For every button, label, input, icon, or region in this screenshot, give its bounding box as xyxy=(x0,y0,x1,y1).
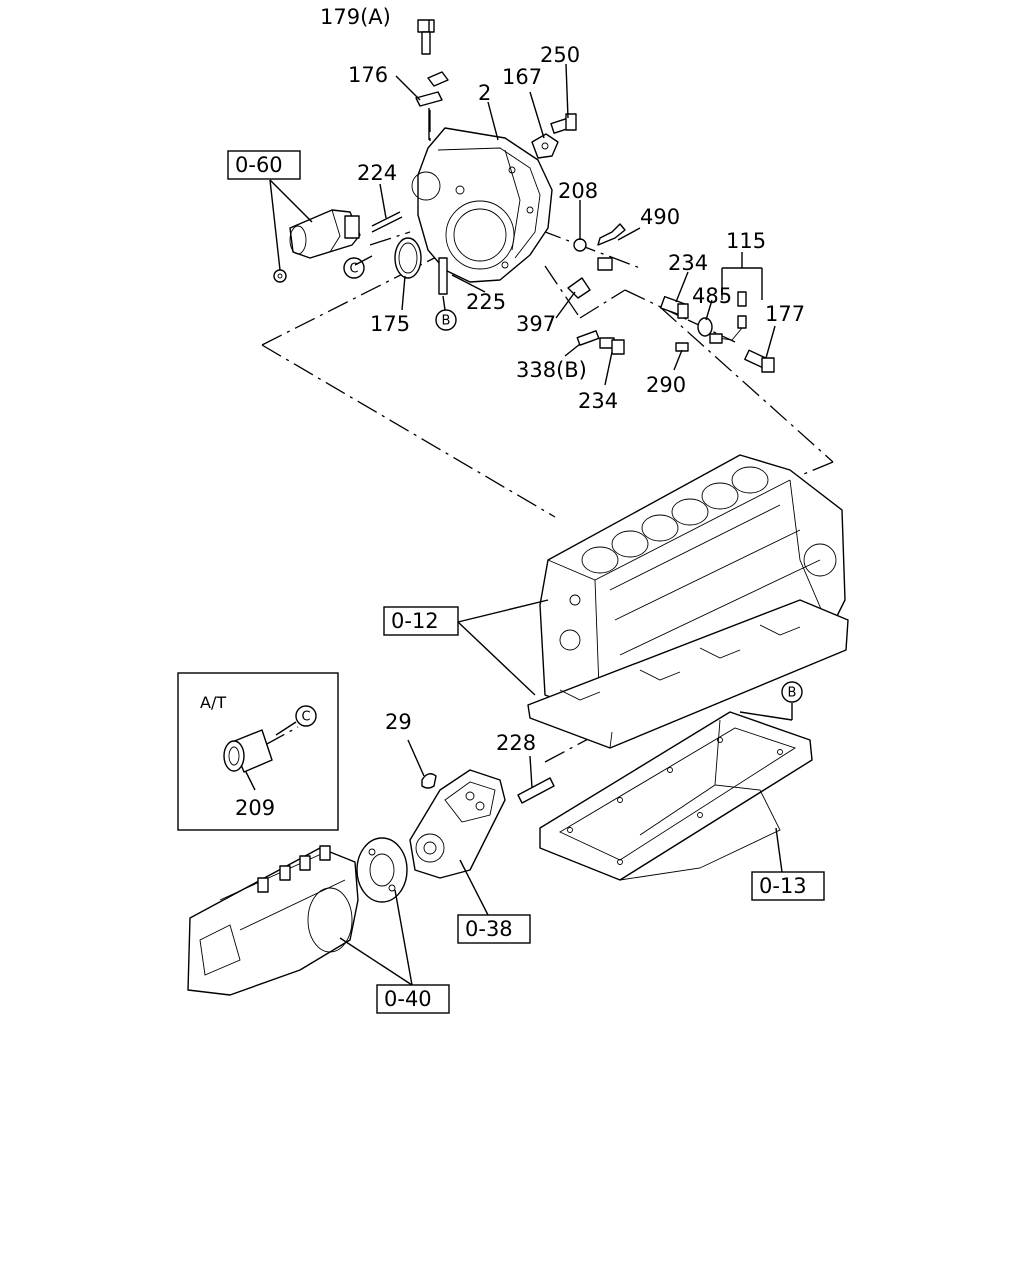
bushing-209 xyxy=(223,729,273,773)
part-label-290: 290 xyxy=(646,373,686,397)
marker-c: C xyxy=(343,257,365,279)
part-label-29: 29 xyxy=(385,710,412,734)
part-label-167: 167 xyxy=(502,65,542,89)
part-label-225: 225 xyxy=(466,290,506,314)
starter-nut xyxy=(273,269,287,283)
bracket-176 xyxy=(415,71,449,107)
part-label-175: 175 xyxy=(370,312,410,336)
ref-box-0-38[interactable]: 0-38 xyxy=(457,914,531,944)
coupling-hub xyxy=(356,837,408,903)
pin-338b xyxy=(576,330,600,346)
sensor-397 xyxy=(567,277,591,299)
part-label-208: 208 xyxy=(558,179,598,203)
crankcase-bedplate xyxy=(527,599,849,749)
stud-224 xyxy=(371,211,403,233)
plug-208 xyxy=(573,238,587,252)
part-label-234-lower: 234 xyxy=(578,389,618,413)
oil-pan xyxy=(539,711,813,881)
at-inset-box: A/T C 209 xyxy=(177,672,339,831)
cover-plate-167 xyxy=(531,133,559,159)
part-label-485: 485 xyxy=(692,284,732,308)
bolt-290 xyxy=(675,342,689,352)
bolt-177 xyxy=(744,349,775,373)
part-label-176: 176 xyxy=(348,63,388,87)
part-label-115: 115 xyxy=(726,229,766,253)
part-label-179a: 179(A) xyxy=(320,5,391,29)
part-label-490: 490 xyxy=(640,205,680,229)
fuel-injection-pump xyxy=(187,845,359,996)
ref-box-0-12[interactable]: 0-12 xyxy=(383,606,459,636)
svg-text:C: C xyxy=(349,262,358,277)
leader-lines xyxy=(244,20,793,986)
sensor-115 xyxy=(709,291,747,344)
washer-485 xyxy=(697,317,713,337)
bracket-490 xyxy=(597,223,626,271)
part-label-224: 224 xyxy=(357,161,397,185)
inset-label: A/T xyxy=(200,693,226,712)
stud-225 xyxy=(438,257,448,295)
svg-text:0-13: 0-13 xyxy=(759,874,807,898)
svg-text:B: B xyxy=(442,314,451,329)
oil-seal-175 xyxy=(394,237,422,279)
part-labels: 179(A) 176 2 167 250 224 208 490 115 234… xyxy=(320,5,805,755)
svg-text:0-12: 0-12 xyxy=(391,609,439,633)
marker-c-inset: C xyxy=(295,705,317,727)
part-label-228: 228 xyxy=(496,731,536,755)
part-label-338b: 338(B) xyxy=(516,358,587,382)
marker-b-upper: B xyxy=(435,309,457,331)
ref-box-0-13[interactable]: 0-13 xyxy=(751,871,825,901)
marker-b-lower: B xyxy=(781,681,803,703)
svg-text:0-60: 0-60 xyxy=(235,153,283,177)
bolt-234-upper xyxy=(659,295,689,319)
part-label-177: 177 xyxy=(765,302,805,326)
part-label-397: 397 xyxy=(516,312,556,336)
part-label-234-upper: 234 xyxy=(668,251,708,275)
starter-motor xyxy=(289,209,361,259)
part-label-250: 250 xyxy=(540,43,580,67)
flywheel-housing xyxy=(411,127,553,283)
svg-text:B: B xyxy=(788,686,797,701)
bolt-234-lower xyxy=(599,337,625,355)
part-label-209: 209 xyxy=(235,796,275,820)
svg-text:C: C xyxy=(301,710,310,725)
ref-box-0-40[interactable]: 0-40 xyxy=(376,984,450,1014)
ref-box-0-60[interactable]: 0-60 xyxy=(227,150,301,180)
plug-29 xyxy=(421,773,437,789)
svg-text:0-40: 0-40 xyxy=(384,987,432,1011)
svg-text:0-38: 0-38 xyxy=(465,917,513,941)
stud-228 xyxy=(517,777,555,804)
bolt-179a xyxy=(417,19,435,55)
part-label-2: 2 xyxy=(478,81,491,105)
air-compressor xyxy=(409,769,506,879)
bolt-250 xyxy=(550,113,577,134)
